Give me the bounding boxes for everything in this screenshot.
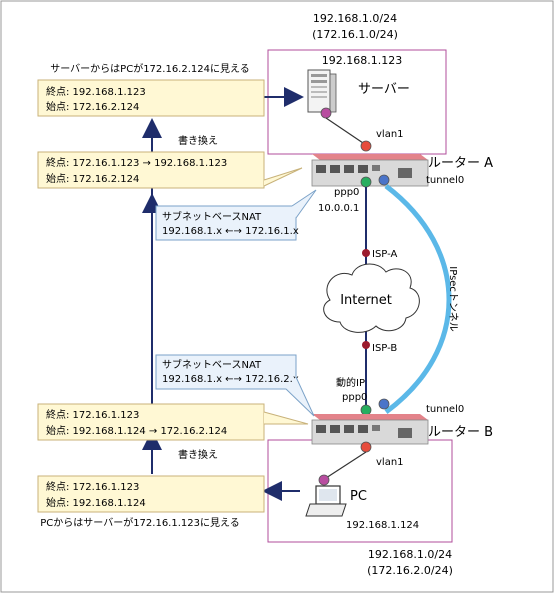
router-b-tunnel: tunnel0 [426,404,464,415]
rewrite-label-top: 書き換え [178,134,218,147]
server-label: サーバー [358,82,410,97]
site-b-subnet: 192.168.1.0/24 [368,548,452,561]
nat-a-box [155,205,297,241]
router-a-tunnel: tunnel0 [426,175,464,186]
router-b-label: ルーター B [428,425,493,440]
packet-box-2 [37,403,265,441]
nat-a-rule: 192.168.1.x ←→ 172.16.1.x [162,226,299,237]
view-top-label: サーバーからはPCが172.16.2.124に見える [50,62,249,75]
router-b-ppp-port-icon [360,404,372,416]
laptop-icon [305,485,347,517]
packet-3-pointer [263,167,303,187]
packet-4-src: 始点: 172.16.2.124 [46,100,139,113]
internet-cloud-icon [323,263,420,333]
nat-a-pointer [291,189,317,219]
nat-b-rule: 192.168.1.x ←→ 172.16.2.x [162,374,299,385]
nat-b-box [155,354,297,390]
server-port-icon [320,107,332,119]
router-a-lan-port-icon [360,140,372,152]
packet-3-dst: 終点: 172.16.1.123 → 192.168.1.123 [46,156,227,169]
router-b-lan-port-icon [360,441,372,453]
router-b-icon [311,414,429,445]
packet-box-1 [37,475,265,513]
packet-4-dst: 終点: 192.168.1.123 [46,85,146,98]
pc-link [325,451,367,479]
router-a-icon [311,154,429,187]
packet-box-3 [37,151,265,189]
packet-2-dst: 終点: 172.16.1.123 [46,408,139,421]
site-b-subnet-mapped: (172.16.2.0/24) [367,564,453,577]
site-a-subnet: 192.168.1.0/24 [313,12,397,25]
site-b-vlan: vlan1 [376,457,404,468]
rewrite-label-bottom: 書き換え [178,448,218,461]
nat-b-title: サブネットベースNAT [162,358,262,371]
packet-box-4 [37,79,265,117]
router-a-ppp-port-icon [360,176,372,188]
router-b-wan-ip-label: 動的IP [336,376,365,389]
router-b-wan-if: ppp0 [342,392,367,403]
isp-b-label: ISP-B [372,343,397,354]
isp-b-node-icon [362,341,370,349]
packet-2-pointer [263,411,309,425]
ipsec-tunnel [384,184,452,415]
nat-a-title: サブネットベースNAT [162,210,262,223]
packet-3-src: 始点: 172.16.2.124 [46,172,139,185]
site-a-subnet-mapped: (172.16.1.0/24) [312,28,398,41]
router-a-wan-if: ppp0 [334,187,359,198]
packet-2-src: 始点: 192.168.1.124 → 172.16.2.124 [46,424,227,437]
packet-1-dst: 終点: 172.16.1.123 [46,480,139,493]
site-a-vlan: vlan1 [376,129,404,140]
pc-label: PC [350,489,367,504]
pc-port-icon [318,474,330,486]
server-link [325,117,367,146]
isp-a-node-icon [362,249,370,257]
isp-a-label: ISP-A [372,249,397,260]
view-bottom-label: PCからはサーバーが172.16.1.123に見える [40,516,239,529]
server-icon [307,69,337,113]
router-a-wan-ip: 10.0.0.1 [318,203,359,214]
router-a-tunnel-port-icon [378,174,390,186]
server-ip: 192.168.1.123 [322,54,402,67]
pc-ip: 192.168.1.124 [346,520,419,531]
router-b-tunnel-port-icon [378,398,390,410]
router-a-label: ルーター A [428,156,493,171]
internet-label: Internet [340,293,392,308]
nat-b-pointer [285,376,315,417]
packet-1-src: 始点: 192.168.1.124 [46,496,146,509]
ipsec-label: IPsecトンネル [447,266,459,331]
